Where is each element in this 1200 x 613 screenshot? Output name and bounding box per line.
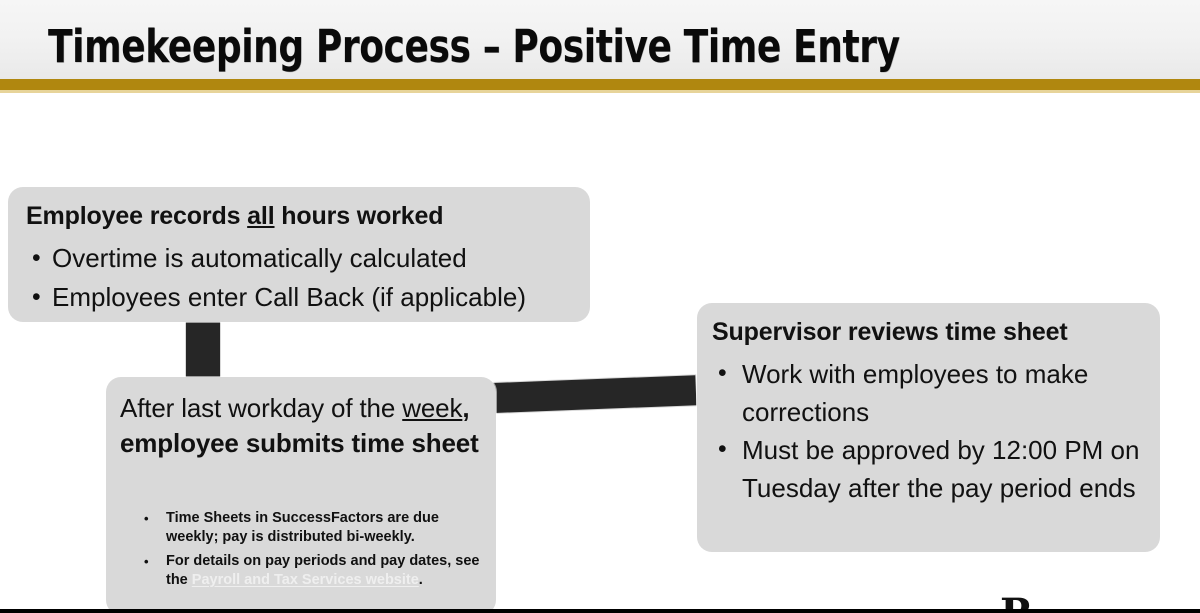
list-item: Overtime is automatically calculated xyxy=(26,239,578,278)
employee-submits-bullet-list: Time Sheets in SuccessFactors are due we… xyxy=(130,509,486,590)
connector-records-to-submits xyxy=(186,322,220,380)
header-gold-rule xyxy=(0,79,1200,90)
list-item-text-before: For details on pay periods and pay dates… xyxy=(166,553,480,588)
list-item: Must be approved by 12:00 PM on Tuesday … xyxy=(712,431,1152,507)
slide-header: Timekeeping Process – Positive Time Entr… xyxy=(0,0,1200,79)
header-gold-rule-light xyxy=(0,90,1200,93)
employee-records-heading: Employee records all hours worked xyxy=(26,201,444,231)
payroll-tax-services-link[interactable]: Payroll and Tax Services website xyxy=(191,572,419,588)
employee-records-bullet-list: Overtime is automatically calculated Emp… xyxy=(26,239,578,317)
list-item: Employees enter Call Back (if applicable… xyxy=(26,278,578,317)
employee-records-heading-part2: hours worked xyxy=(274,202,444,230)
list-item: Time Sheets in SuccessFactors are due we… xyxy=(130,509,486,547)
process-box-employee-records: Employee records all hours worked Overti… xyxy=(8,187,590,322)
footer-rule xyxy=(0,609,1200,613)
page-title: Timekeeping Process – Positive Time Entr… xyxy=(48,20,900,73)
employee-submits-heading-emphasis: week xyxy=(402,393,463,423)
employee-submits-heading: After last workday of the week, employee… xyxy=(120,391,482,461)
employee-records-heading-emphasis: all xyxy=(247,202,275,230)
supervisor-reviews-bullet-list: Work with employees to make corrections … xyxy=(712,355,1152,507)
connector-submits-to-supervisor xyxy=(493,375,697,413)
list-item: For details on pay periods and pay dates… xyxy=(130,552,486,590)
employee-submits-heading-part2: , employee submits time sheet xyxy=(120,393,479,458)
process-box-supervisor-reviews: Supervisor reviews time sheet Work with … xyxy=(697,303,1160,552)
employee-records-heading-part1: Employee records xyxy=(26,202,248,230)
supervisor-reviews-heading: Supervisor reviews time sheet xyxy=(712,318,1068,346)
list-item: Work with employees to make corrections xyxy=(712,355,1152,431)
employee-submits-heading-part1: After last workday of the xyxy=(120,393,403,423)
process-box-employee-submits: After last workday of the week, employee… xyxy=(106,377,496,613)
footer-clipped-logo-glyph: R xyxy=(1000,594,1033,609)
list-item-text-after: . xyxy=(418,572,423,588)
